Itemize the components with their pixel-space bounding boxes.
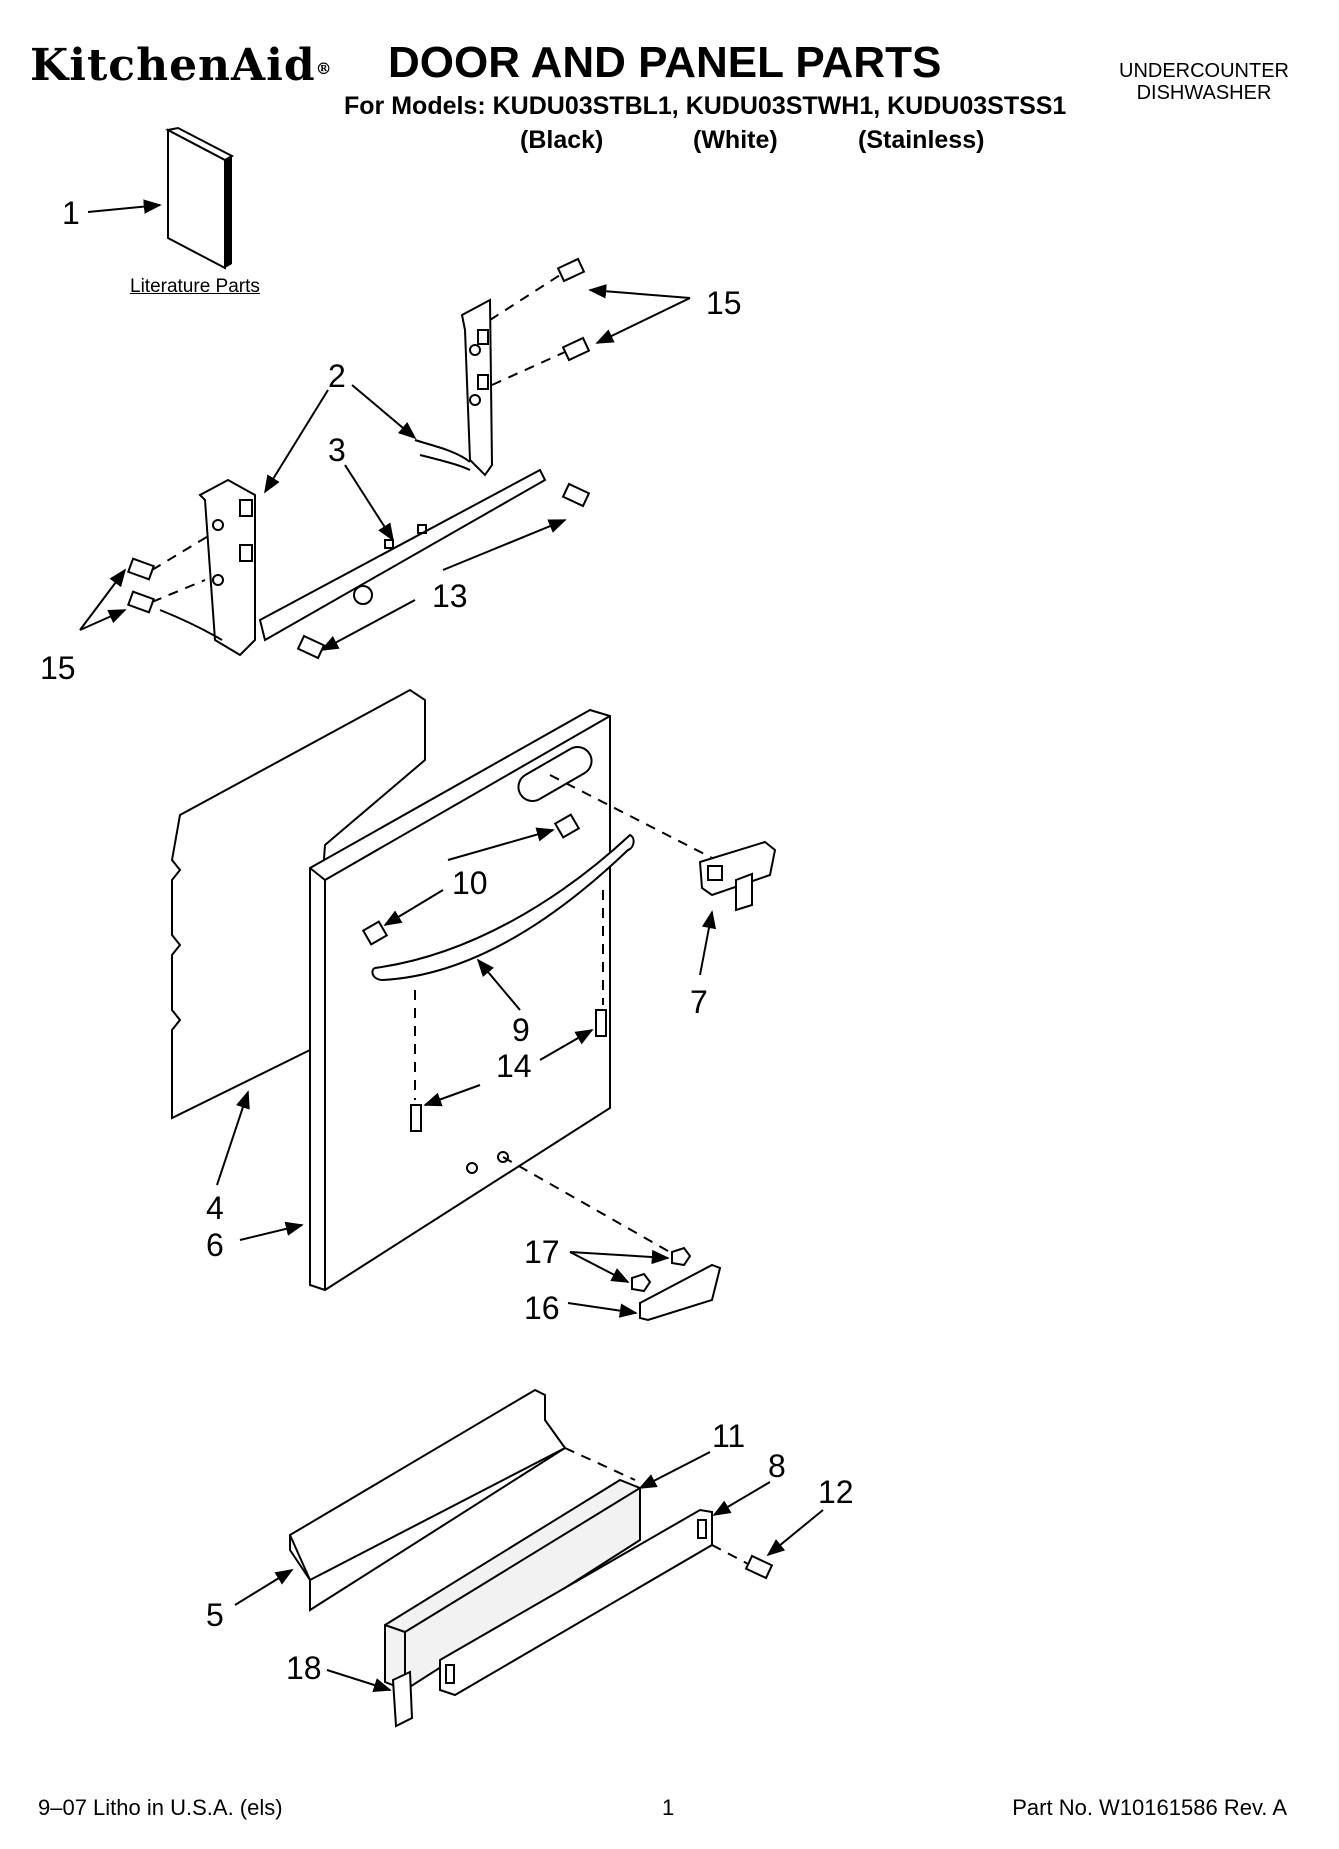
callout-5: 5: [206, 1597, 224, 1633]
callout-11: 11: [712, 1418, 746, 1454]
page-title: DOOR AND PANEL PARTS: [388, 38, 942, 87]
category-line-1: UNDERCOUNTER: [1119, 60, 1289, 82]
callout-18: 18: [286, 1650, 322, 1686]
clip-18: [391, 1670, 414, 1728]
nut-17-left: [631, 1272, 652, 1293]
screw-12: [744, 1554, 774, 1580]
variant-white: (White): [693, 126, 778, 154]
callout-9: 9: [512, 1012, 530, 1048]
screw-left-2: [126, 590, 156, 614]
handle-stud-right: [553, 813, 581, 839]
callout-15-lower: 15: [40, 650, 76, 686]
callout-17: 17: [524, 1234, 560, 1270]
callout-3: 3: [328, 432, 346, 468]
nut-17-right: [671, 1246, 692, 1267]
models-line: For Models: KUDU03STBL1, KUDU03STWH1, KU…: [344, 92, 1067, 120]
screw-left-1: [126, 557, 156, 581]
stud-14-left: [410, 1104, 422, 1132]
callout-7: 7: [690, 984, 708, 1020]
latch-clip: [698, 840, 777, 912]
callout-1: 1: [62, 195, 80, 231]
screw-13-right: [561, 482, 591, 508]
screw-upper-1: [556, 257, 586, 283]
screw-13-left: [296, 634, 326, 660]
back-panel: [170, 688, 426, 1120]
category-line-2: DISHWASHER: [1136, 82, 1272, 104]
callout-15-upper: 15: [706, 285, 742, 321]
hinge-bracket-left: [159, 478, 256, 657]
brand-logo: KitchenAid®: [30, 40, 333, 91]
handle-stud-left: [361, 920, 389, 946]
door-panel: [309, 708, 611, 1292]
callout-13: 13: [432, 578, 468, 614]
leader-arrows: [79, 199, 824, 1692]
callout-2: 2: [328, 358, 346, 394]
cross-brace: [258, 468, 547, 642]
callout-12: 12: [818, 1474, 854, 1510]
footer-page-number: 1: [662, 1795, 675, 1820]
footer-print-info: 9–07 Litho in U.S.A. (els): [38, 1795, 283, 1820]
badge-nameplate: [639, 1263, 722, 1322]
callout-10: 10: [452, 865, 488, 901]
callout-8: 8: [768, 1448, 786, 1484]
callout-4: 4: [206, 1190, 224, 1226]
literature-parts-label: Literature Parts: [130, 276, 260, 297]
variant-black: (Black): [520, 126, 604, 154]
door-handle: [371, 833, 635, 982]
variant-stainless: (Stainless): [858, 126, 985, 154]
callout-16: 16: [524, 1290, 560, 1326]
stud-14-right: [595, 1009, 607, 1037]
footer-part-number: Part No. W10161586 Rev. A: [1012, 1795, 1287, 1820]
callout-6: 6: [206, 1227, 224, 1263]
callout-14: 14: [496, 1048, 532, 1084]
hinge-bracket-right: [414, 298, 494, 477]
screw-upper-2: [561, 336, 591, 362]
literature-book: [165, 126, 235, 270]
appliance-category: UNDERCOUNTER DISHWASHER: [1119, 60, 1289, 104]
